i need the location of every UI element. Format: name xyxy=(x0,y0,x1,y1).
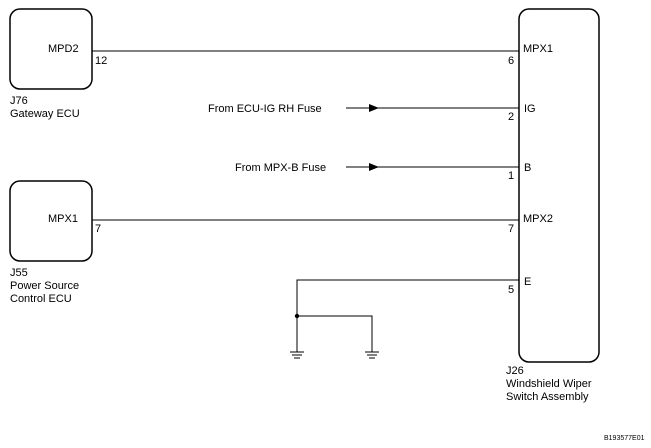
power-source-ecu-id: J55 xyxy=(10,267,28,279)
wiper-pin-name-mpx1: MPX1 xyxy=(523,43,553,55)
ground-circuit xyxy=(290,279,519,359)
ground-symbol-left-icon xyxy=(290,351,304,359)
power-source-ecu-box xyxy=(9,180,93,262)
gateway-ecu-box xyxy=(9,8,93,90)
wiper-switch-id: J26 xyxy=(506,365,524,377)
wiper-pin-number-5: 5 xyxy=(508,284,514,296)
gateway-ecu: MPD2 12 J76 Gateway ECU xyxy=(9,8,107,120)
power-source-ecu: MPX1 7 J55 Power Source Control ECU xyxy=(9,180,101,305)
wiper-pin-number-2: 2 xyxy=(508,111,514,123)
wiper-pin-name-e: E xyxy=(524,276,531,288)
gateway-ecu-name: Gateway ECU xyxy=(10,108,80,120)
junction-dot xyxy=(294,313,300,319)
power-source-ecu-name-line1: Power Source xyxy=(10,280,79,292)
wiper-pin-number-6: 6 xyxy=(508,55,514,67)
ig-source-label: From ECU-IG RH Fuse xyxy=(208,103,322,115)
ground-symbol-right-icon xyxy=(365,351,379,359)
gateway-ecu-pin-number: 12 xyxy=(95,55,107,67)
wiper-pin-name-mpx2: MPX2 xyxy=(523,213,553,225)
wiper-pin-name-ig: IG xyxy=(524,103,536,115)
wire-ground-branch xyxy=(297,315,373,352)
wiper-switch-name-line1: Windshield Wiper xyxy=(506,378,592,390)
figure-code: B193577E01 xyxy=(604,435,645,442)
wire-e-to-ground xyxy=(296,279,519,352)
gateway-ecu-id: J76 xyxy=(10,95,28,107)
power-source-ecu-name-line2: Control ECU xyxy=(10,293,72,305)
wiper-pin-number-7: 7 xyxy=(508,223,514,235)
power-source-ecu-pin-name: MPX1 xyxy=(48,213,78,225)
wiper-pin-number-1: 1 xyxy=(508,170,514,182)
wiper-switch-name-line2: Switch Assembly xyxy=(506,391,589,403)
wiper-pin-name-b: B xyxy=(524,162,531,174)
wiper-switch-assembly: MPX1 6 IG 2 B 1 MPX2 7 E 5 J26 Windshiel… xyxy=(506,8,600,403)
power-source-ecu-pin-number: 7 xyxy=(95,223,101,235)
gateway-ecu-pin-name: MPD2 xyxy=(48,43,79,55)
wiper-switch-box xyxy=(518,8,600,363)
b-source-label: From MPX-B Fuse xyxy=(235,162,326,174)
